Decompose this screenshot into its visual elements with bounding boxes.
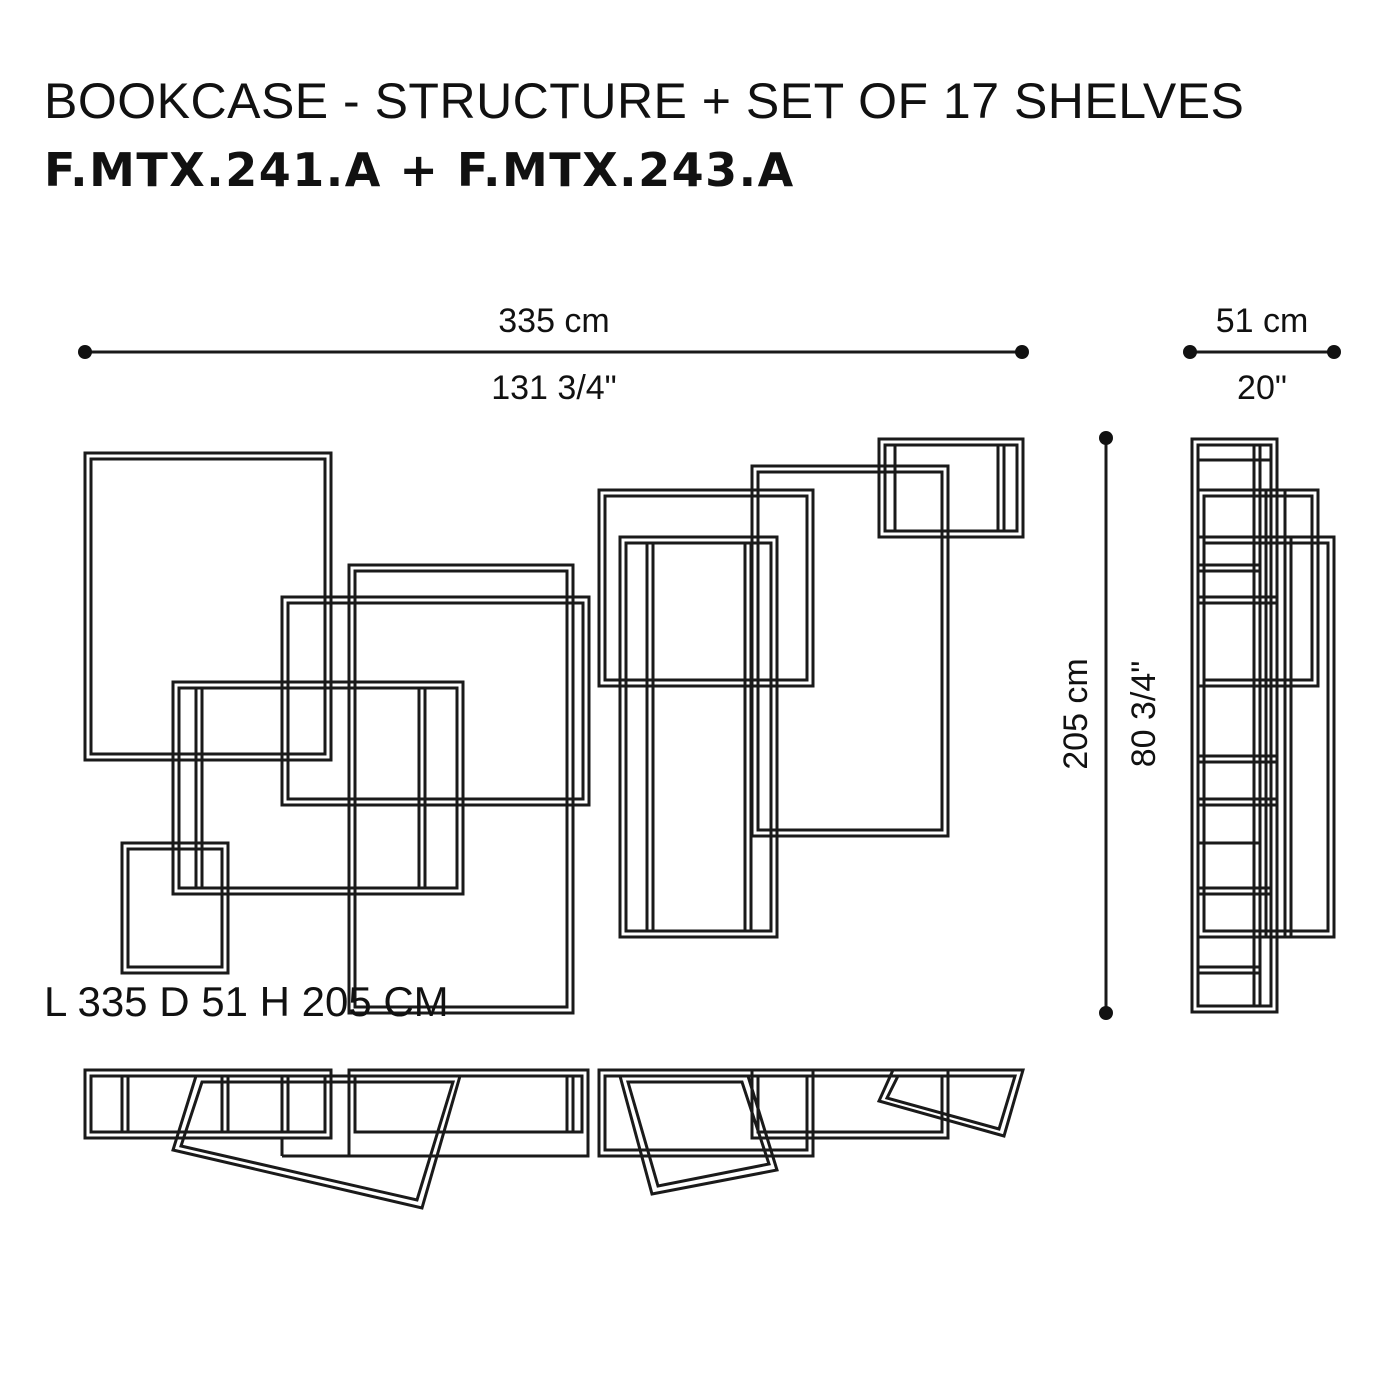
depth-cm-label: 51 cm [1216,302,1309,340]
frame [750,464,950,838]
width-cm-label: 335 cm [498,302,610,340]
top-slanted-frame [171,1074,462,1210]
top-frame [597,1068,815,1158]
frame [83,451,333,762]
width-dimension: 335 cm 131 3/4" [78,302,1029,407]
height-dimension-end-bottom [1099,1006,1113,1020]
frame-inner [883,443,1019,533]
height-in-label: 80 3/4" [1125,661,1163,768]
frame-inner [286,601,585,801]
side-frame-inner [1202,494,1314,682]
top-frame-inner [756,1074,944,1134]
top-view [83,1068,1025,1210]
depth-dimension: 51 cm 20" [1183,302,1341,407]
depth-dimension-end-left [1183,345,1197,359]
top-slanted-frame-inner [884,1074,1018,1131]
side-view [1190,437,1336,1014]
page-title: BOOKCASE - STRUCTURE + SET OF 17 SHELVES [44,73,1245,129]
side-frame [1190,437,1279,1014]
frame [280,595,591,807]
frame-inner [89,457,327,756]
frame [171,680,465,896]
height-dimension-end-top [1099,431,1113,445]
height-cm-label: 205 cm [1057,658,1095,770]
width-dimension-end-right [1015,345,1029,359]
depth-dimension-end-right [1327,345,1341,359]
depth-in-label: 20" [1237,369,1287,407]
frame-inner [353,569,569,1009]
dimensions-summary: L 335 D 51 H 205 CM [44,978,449,1025]
top-slanted-frame-inner [179,1080,456,1202]
frame-inner [756,470,944,832]
frame-inner [624,541,773,933]
frame [877,437,1025,539]
top-slanted-frame [876,1068,1025,1138]
frame-inner [126,847,224,969]
top-frame-inner [89,1074,327,1134]
top-frame-inner [353,1074,584,1134]
frame-inner [177,686,459,890]
top-slanted-frame-inner [626,1080,771,1188]
width-dimension-end-left [78,345,92,359]
frame-inner [603,494,809,682]
frame [347,563,575,1015]
side-frame [1196,488,1320,688]
front-view [83,437,1025,1015]
width-in-label: 131 3/4" [491,369,617,407]
top-frame [83,1068,333,1140]
frame [120,841,230,975]
top-frame [750,1068,950,1140]
top-slanted-frame [618,1074,779,1196]
frame [597,488,815,688]
frame [618,535,779,939]
product-codes: F.MTX.241.A + F.MTX.243.A [44,143,795,197]
top-frame [347,1068,590,1158]
height-dimension: 205 cm 80 3/4" [1057,431,1163,1020]
